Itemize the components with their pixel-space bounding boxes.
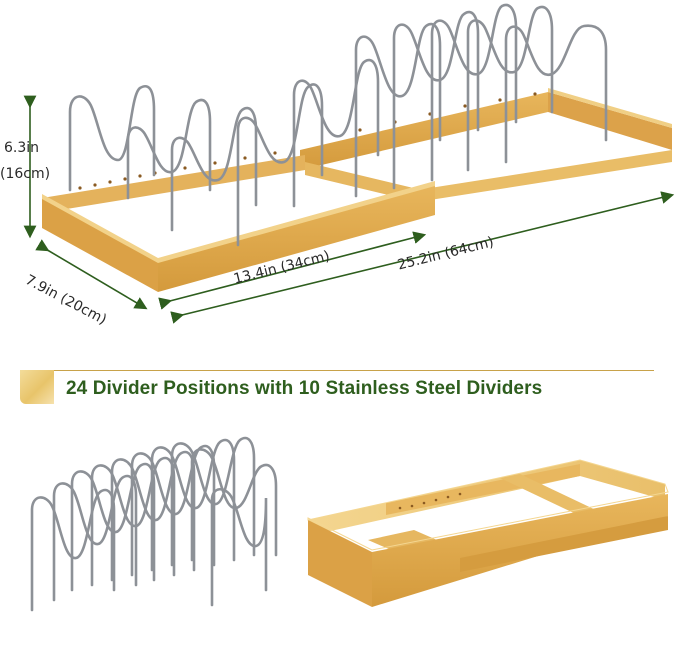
- rack-front-rail: [158, 185, 435, 292]
- rack-back-rail: [300, 92, 548, 170]
- dividers-group: [30, 436, 278, 612]
- banner-rule: [54, 370, 654, 371]
- height-label-in: 6.3in: [4, 140, 40, 156]
- depth-dimension: [35, 239, 148, 310]
- steel-dividers: [68, 3, 608, 247]
- main-rack: [42, 3, 672, 292]
- banner-swatch: [20, 370, 54, 404]
- rack-left-end: [42, 198, 158, 292]
- height-label-cm: (16cm): [0, 166, 51, 182]
- feature-banner-text: 24 Divider Positions with 10 Stainless S…: [66, 378, 543, 399]
- max-length-dimension: [170, 191, 675, 324]
- empty-tray: [307, 459, 669, 607]
- rack-right-end: [548, 92, 672, 150]
- extension-front-rail: [430, 150, 672, 200]
- feature-banner: 24 Divider Positions with 10 Stainless S…: [0, 370, 679, 406]
